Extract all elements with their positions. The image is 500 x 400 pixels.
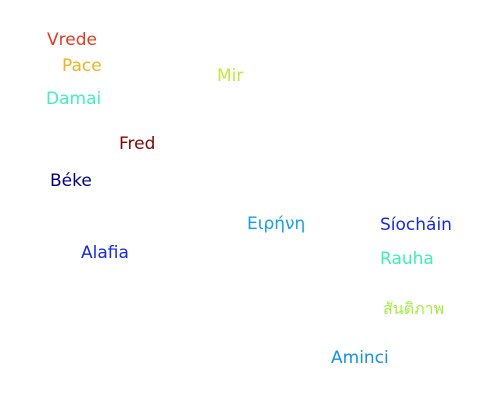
word-mir: Mir [217, 66, 244, 86]
word-santiphap: สันติภาพ [383, 299, 445, 318]
word-vrede: Vrede [47, 30, 97, 50]
word-damai: Damai [46, 89, 102, 109]
word-beke: Béke [50, 171, 92, 191]
word-pace: Pace [62, 56, 102, 76]
word-aminci: Aminci [331, 348, 389, 368]
word-alafia: Alafia [81, 243, 129, 263]
word-eirini: Ειρήνη [247, 214, 306, 234]
word-rauha: Rauha [380, 249, 434, 269]
word-siochain: Síocháin [380, 215, 452, 235]
word-fred: Fred [119, 134, 156, 154]
